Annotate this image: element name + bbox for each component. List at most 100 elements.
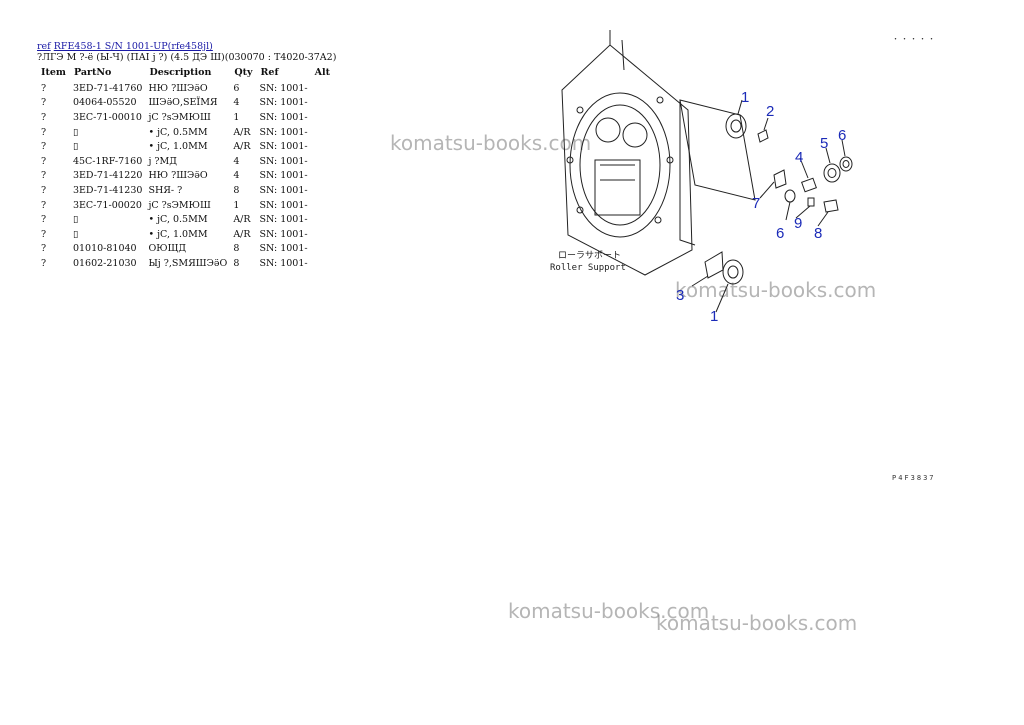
cell-item: ? bbox=[41, 141, 47, 153]
cell-description: • jC, 1.0MM bbox=[148, 141, 208, 153]
callout-2: 2 bbox=[766, 103, 774, 120]
cell-ref: SN: 1001- bbox=[259, 97, 308, 109]
cell-qty: 8 bbox=[233, 243, 240, 255]
parts-table: Item PartNo Description Qty Ref Alt ?3ED… bbox=[37, 66, 334, 271]
cell-item: ? bbox=[41, 97, 47, 109]
table-row: ? 01602-21030 Ыj ?,SМЯШЭӛО 8 SN: 1001- bbox=[37, 256, 334, 271]
cell-partno: 01602-21030 bbox=[72, 257, 137, 269]
cell-ref: SN: 1001- bbox=[259, 257, 308, 269]
cell-partno: 01010-81040 bbox=[72, 243, 137, 255]
cell-ref: SN: 1001- bbox=[259, 126, 308, 138]
cell-alt bbox=[311, 198, 334, 213]
table-row: ? 45C-1RF-7160 j ?МД 4 SN: 1001- bbox=[37, 154, 334, 169]
callout-6: 6 bbox=[838, 127, 846, 144]
cell-ref: SN: 1001- bbox=[259, 170, 308, 182]
col-alt: Alt bbox=[314, 67, 330, 78]
cell-alt bbox=[311, 154, 334, 169]
cell-ref: SN: 1001- bbox=[259, 184, 308, 196]
cell-description: Ыj ?,SМЯШЭӛО bbox=[148, 257, 228, 269]
cell-qty: 8 bbox=[233, 257, 240, 269]
cell-qty: A/R bbox=[233, 126, 251, 138]
page-title: ?ЛГЭ М ?-ё (Ы-Ч) (ПАІ j ?) (4.5 ДЭ Ш)(03… bbox=[37, 52, 337, 63]
cell-qty: A/R bbox=[233, 141, 251, 153]
callout-7: 7 bbox=[752, 195, 760, 212]
col-qty: Qty bbox=[234, 67, 253, 78]
cell-partno: 3EC-71-00020 bbox=[72, 199, 142, 211]
cell-ref: SN: 1001- bbox=[259, 155, 308, 167]
cell-ref: SN: 1001- bbox=[259, 111, 308, 123]
cell-qty: A/R bbox=[233, 214, 251, 226]
cell-qty: 4 bbox=[233, 170, 240, 182]
cell-item: ? bbox=[41, 82, 47, 94]
cell-description: j ?МД bbox=[148, 155, 177, 167]
breadcrumb: ref RFE458-1 S/N 1001-UP(rfe458jl) bbox=[37, 40, 213, 53]
col-item: Item bbox=[41, 67, 66, 78]
roller-1 bbox=[725, 113, 747, 139]
roller-support-label-en: Roller Support bbox=[550, 263, 626, 273]
cell-description: • jC, 1.0MM bbox=[148, 228, 208, 240]
ref-link[interactable]: ref bbox=[37, 41, 51, 52]
cell-alt bbox=[311, 96, 334, 111]
cell-partno: 3ED-71-41760 bbox=[72, 82, 143, 94]
cell-partno: ▯ bbox=[72, 228, 79, 240]
table-row: ? 04064-05520 ШЭӛО,SЕЇМЯ 4 SN: 1001- bbox=[37, 96, 334, 111]
watermark: komatsu-books.com bbox=[508, 599, 710, 623]
cell-partno: 04064-05520 bbox=[72, 97, 137, 109]
cell-partno: 3EC-71-00010 bbox=[72, 111, 142, 123]
cell-item: ? bbox=[41, 214, 47, 226]
diagram-code-top: ・・・・・ bbox=[892, 35, 937, 43]
cell-alt bbox=[311, 212, 334, 227]
cell-item: ? bbox=[41, 243, 47, 255]
cell-description: SНЯ- ? bbox=[148, 184, 183, 196]
cell-item: ? bbox=[41, 111, 47, 123]
roller-support-diagram: 1 2 4 5 6 7 6 9 8 3 1 ローラサポート Roller Sup… bbox=[550, 30, 853, 325]
housing-flange bbox=[569, 92, 671, 238]
cell-qty: 4 bbox=[233, 155, 240, 167]
cell-item: ? bbox=[41, 257, 47, 269]
cell-item: ? bbox=[41, 184, 47, 196]
cell-item: ? bbox=[41, 199, 47, 211]
cell-alt bbox=[311, 256, 334, 271]
cell-description: jC ?sЭМЮШ bbox=[148, 111, 211, 123]
cell-alt bbox=[311, 139, 334, 154]
cell-partno: 45C-1RF-7160 bbox=[72, 155, 143, 167]
callout-9: 9 bbox=[794, 215, 802, 232]
housing-plate bbox=[561, 44, 693, 276]
callout-5: 5 bbox=[820, 135, 828, 152]
callout-6b: 6 bbox=[776, 225, 784, 242]
cell-alt bbox=[311, 183, 334, 198]
cell-description: ШЭӛО,SЕЇМЯ bbox=[148, 97, 218, 109]
cell-alt bbox=[311, 125, 334, 140]
model-link[interactable]: RFE458-1 S/N 1001-UP(rfe458jl) bbox=[53, 41, 213, 52]
cell-item: ? bbox=[41, 155, 47, 167]
table-header-row: Item PartNo Description Qty Ref Alt bbox=[37, 66, 334, 81]
cell-ref: SN: 1001- bbox=[259, 214, 308, 226]
watermark: komatsu-books.com bbox=[656, 611, 858, 635]
bracket-plate bbox=[679, 99, 756, 201]
cell-alt bbox=[311, 227, 334, 242]
cell-alt bbox=[311, 110, 334, 125]
cell-ref: SN: 1001- bbox=[259, 82, 308, 94]
roller-lower bbox=[722, 259, 744, 285]
cell-qty: 4 bbox=[233, 97, 240, 109]
callout-4: 4 bbox=[795, 149, 803, 166]
cell-qty: 6 bbox=[233, 82, 240, 94]
watermark: komatsu-books.com bbox=[390, 131, 592, 155]
cell-item: ? bbox=[41, 228, 47, 240]
cell-partno: ▯ bbox=[72, 126, 79, 138]
cell-alt bbox=[311, 81, 334, 96]
cell-qty: 1 bbox=[233, 199, 240, 211]
cell-description: jC ?sЭМЮШ bbox=[148, 199, 211, 211]
roller-support-label-jp: ローラサポート bbox=[558, 250, 621, 261]
cell-partno: ▯ bbox=[72, 141, 79, 153]
cell-description: НЮ ?ШЭӛО bbox=[148, 170, 208, 182]
